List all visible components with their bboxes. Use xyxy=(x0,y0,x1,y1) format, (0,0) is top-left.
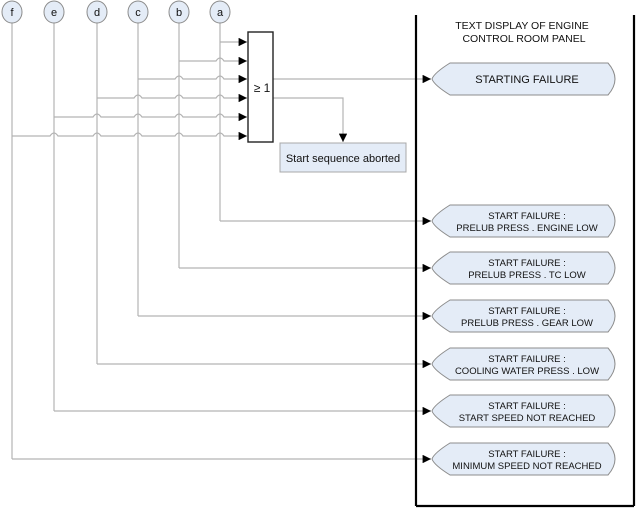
input-node-f: f xyxy=(1,0,23,24)
display-shape xyxy=(431,251,616,285)
input-node-a: a xyxy=(209,0,231,24)
or-gate-label: ≥ 1 xyxy=(254,81,271,95)
input-node-circle xyxy=(209,0,231,24)
display-message-b: START FAILURE :PRELUB PRESS . TC LOW xyxy=(431,251,616,285)
panel-title-line2: CONTROL ROOM PANEL xyxy=(462,33,585,45)
display-shape xyxy=(431,204,616,238)
wire-to-gate-b xyxy=(179,56,247,66)
abort-box-label: Start sequence aborted xyxy=(286,153,400,165)
wire-to-gate-f xyxy=(12,131,247,141)
input-node-e: e xyxy=(43,0,65,24)
wire-to-gate-e xyxy=(54,112,247,122)
input-node-c: c xyxy=(127,0,149,24)
display-message-line1: STARTING FAILURE xyxy=(475,74,579,86)
display-message-line1: START FAILURE : xyxy=(488,354,566,365)
display-shape xyxy=(431,394,616,428)
or-gate: ≥ 1 xyxy=(247,31,274,143)
wire-gate-to-abort xyxy=(273,97,348,142)
panel-title-line1: TEXT DISPLAY OF ENGINE xyxy=(455,20,589,32)
display-message-e: START FAILURE :START SPEED NOT REACHED xyxy=(431,394,616,428)
input-node-label: d xyxy=(94,7,100,19)
input-node-circle xyxy=(43,0,65,24)
input-node-label: b xyxy=(176,7,182,19)
display-message-line1: START FAILURE : xyxy=(488,401,566,412)
display-shape xyxy=(431,442,616,476)
display-message-line2: PRELUB PRESS . TC LOW xyxy=(468,270,586,281)
display-shape xyxy=(431,347,616,381)
input-node-b: b xyxy=(168,0,190,24)
wire-to-gate-c xyxy=(138,74,247,84)
abort-box-frame xyxy=(279,142,407,173)
display-message-line1: START FAILURE : xyxy=(488,211,566,222)
input-node-circle xyxy=(127,0,149,24)
display-message-summary: STARTING FAILURE xyxy=(431,62,616,96)
input-node-label: f xyxy=(10,7,14,19)
display-message-line1: START FAILURE : xyxy=(488,306,566,317)
or-gate-block xyxy=(247,31,274,143)
display-message-f: START FAILURE :MINIMUM SPEED NOT REACHED xyxy=(431,442,616,476)
display-message-line2: PRELUB PRESS . GEAR LOW xyxy=(461,318,593,329)
display-message-c: START FAILURE :PRELUB PRESS . GEAR LOW xyxy=(431,299,616,333)
input-node-circle xyxy=(1,0,23,24)
input-node-d: d xyxy=(86,0,108,24)
control-room-panel: TEXT DISPLAY OF ENGINE CONTROL ROOM PANE… xyxy=(414,15,636,508)
wire-to-gate-d xyxy=(97,93,247,103)
abort-box: Start sequence aborted xyxy=(279,142,407,173)
display-message-line2: MINIMUM SPEED NOT REACHED xyxy=(452,461,601,472)
display-shape xyxy=(431,299,616,333)
display-message-d: START FAILURE :COOLING WATER PRESS . LOW xyxy=(431,347,616,381)
signal-wires xyxy=(11,23,431,464)
display-message-line1: START FAILURE : xyxy=(488,258,566,269)
display-message-line2: START SPEED NOT REACHED xyxy=(459,413,596,424)
input-node-label: c xyxy=(135,7,141,19)
input-node-label: e xyxy=(51,7,57,19)
input-node-label: a xyxy=(217,7,224,19)
display-message-line2: COOLING WATER PRESS . LOW xyxy=(455,366,599,377)
display-message-line1: START FAILURE : xyxy=(488,449,566,460)
display-message-a: START FAILURE :PRELUB PRESS . ENGINE LOW xyxy=(431,204,616,238)
display-shape xyxy=(431,62,616,96)
input-node-circle xyxy=(86,0,108,24)
input-node-circle xyxy=(168,0,190,24)
display-message-line2: PRELUB PRESS . ENGINE LOW xyxy=(456,223,598,234)
